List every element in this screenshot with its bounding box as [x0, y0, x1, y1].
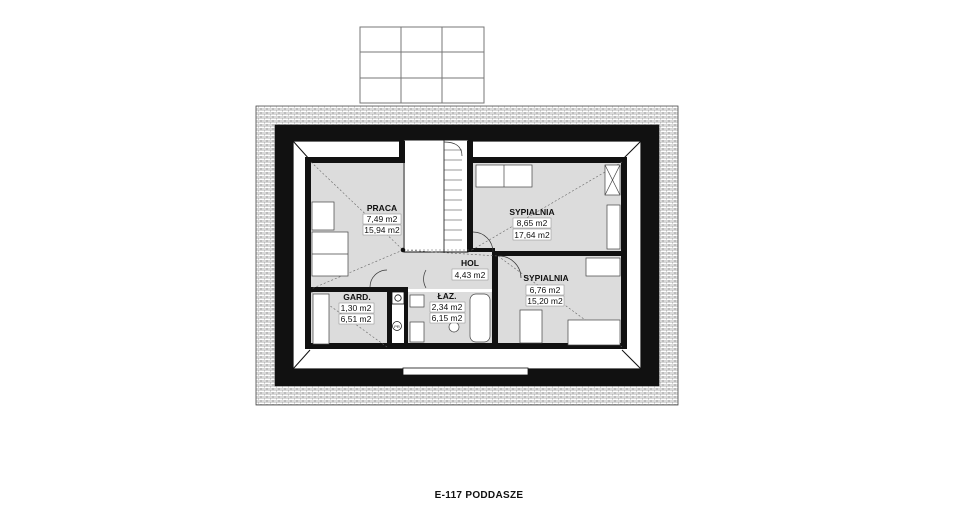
bathtub — [469, 293, 491, 343]
wardrobe-2 — [606, 204, 621, 250]
interior-walls — [305, 141, 627, 349]
svg-text:1,30 m2: 1,30 m2 — [341, 303, 372, 313]
room-label-sypialnia-2: SYPIALNIA 6,76 m2 15,20 m2 — [523, 273, 569, 307]
appliance-marker: PR — [391, 291, 405, 331]
svg-text:6,15 m2: 6,15 m2 — [432, 313, 463, 323]
room-label-praca: PRACA 7,49 m2 15,94 m2 — [362, 203, 402, 236]
wardrobe-gard — [312, 293, 330, 345]
svg-text:GARD.: GARD. — [343, 292, 370, 302]
svg-text:4,43 m2: 4,43 m2 — [455, 270, 486, 280]
desk-sypialnia-2 — [519, 309, 543, 344]
svg-text:7,49 m2: 7,49 m2 — [367, 214, 398, 224]
svg-text:17,64 m2: 17,64 m2 — [514, 230, 550, 240]
furniture — [311, 164, 621, 346]
doors — [369, 231, 522, 289]
plan-caption: E-117 PODDASZE — [434, 490, 524, 501]
bottom-window — [402, 367, 529, 376]
svg-text:2,34 m2: 2,34 m2 — [432, 302, 463, 312]
dresser — [585, 257, 621, 277]
svg-text:ŁAZ.: ŁAZ. — [438, 291, 457, 301]
room-label-gard: GARD. 1,30 m2 6,51 m2 — [338, 292, 375, 325]
svg-text:PRACA: PRACA — [367, 203, 397, 213]
toilet — [448, 321, 460, 333]
svg-text:HOL: HOL — [461, 258, 479, 268]
room-label-sypialnia-1: SYPIALNIA 8,65 m2 17,64 m2 — [509, 207, 555, 241]
desk — [311, 201, 335, 231]
bed-sypialnia-2 — [567, 319, 621, 346]
svg-text:6,51 m2: 6,51 m2 — [341, 314, 372, 324]
svg-text:SYPIALNIA: SYPIALNIA — [509, 207, 554, 217]
appliance-label: PR — [394, 324, 400, 329]
staircase — [403, 139, 469, 253]
roof-window-grid — [359, 26, 485, 104]
svg-text:SYPIALNIA: SYPIALNIA — [523, 273, 568, 283]
svg-text:15,20 m2: 15,20 m2 — [527, 296, 563, 306]
hol-marker — [400, 247, 406, 253]
washbasin — [409, 294, 425, 308]
svg-text:15,94 m2: 15,94 m2 — [364, 225, 400, 235]
room-label-laz: ŁAZ. 2,34 m2 6,15 m2 — [429, 291, 466, 324]
svg-text:8,65 m2: 8,65 m2 — [517, 218, 548, 228]
svg-text:6,76 m2: 6,76 m2 — [530, 285, 561, 295]
shower-tray — [409, 321, 425, 343]
room-label-hol: HOL 4,43 m2 — [451, 258, 489, 281]
